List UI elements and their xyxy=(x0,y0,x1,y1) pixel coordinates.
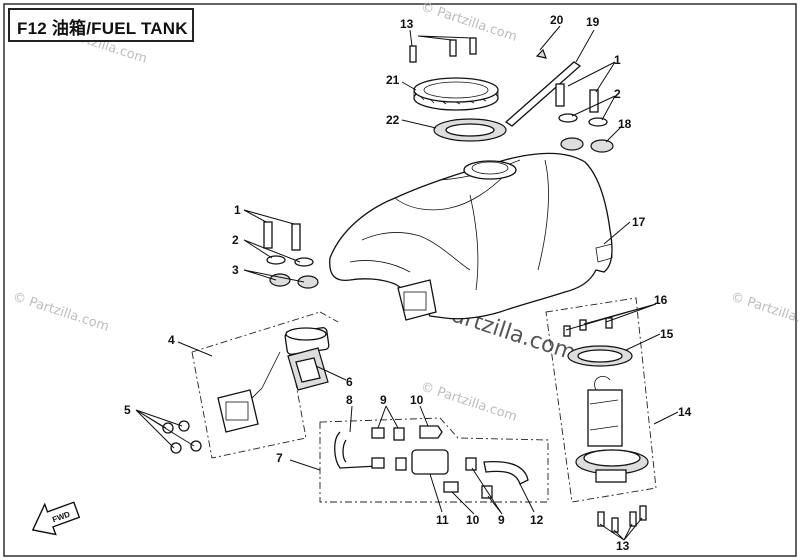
callout-1-left: 1 xyxy=(234,203,241,217)
screws-13-top xyxy=(409,37,477,63)
forward-arrow-icon: FWD xyxy=(31,501,81,536)
sender-gasket xyxy=(287,347,329,391)
callout-2-top: 2 xyxy=(614,87,621,101)
screws-13-bottom xyxy=(597,505,647,533)
callout-21: 21 xyxy=(386,73,400,87)
callout-18: 18 xyxy=(618,117,632,131)
page-title: F12 油箱/FUEL TANK xyxy=(17,19,188,38)
bolt-set-left xyxy=(263,221,319,289)
callout-6: 6 xyxy=(346,375,353,389)
callout-1-top: 1 xyxy=(614,53,621,67)
callout-10-top: 10 xyxy=(410,393,424,407)
watermark: © Partzilla.com xyxy=(729,290,800,335)
callout-20: 20 xyxy=(550,13,564,27)
callout-13-bottom: 13 xyxy=(616,539,630,553)
callout-17: 17 xyxy=(632,215,646,229)
callout-labels: 13 20 19 1 2 18 21 22 17 1 2 3 4 5 6 7 8… xyxy=(124,13,692,553)
bolt-set-top-right xyxy=(555,83,614,153)
fuel-tank xyxy=(329,152,613,321)
callout-9-top: 9 xyxy=(380,393,387,407)
callout-4: 4 xyxy=(168,333,175,347)
callout-13-top: 13 xyxy=(400,17,414,31)
fuel-hose-assembly xyxy=(319,417,549,503)
leader-lines xyxy=(135,25,679,541)
fuel-pump-assembly xyxy=(545,297,657,503)
callout-16: 16 xyxy=(654,293,668,307)
callout-10-bottom: 10 xyxy=(466,513,480,527)
callout-7: 7 xyxy=(276,451,283,465)
callout-11: 11 xyxy=(436,513,449,527)
callout-8: 8 xyxy=(346,393,353,407)
filler-gasket xyxy=(433,118,507,142)
callout-2-left: 2 xyxy=(232,233,239,247)
callout-12: 12 xyxy=(530,513,544,527)
callout-5: 5 xyxy=(124,403,131,417)
watermark: © Partzilla.com xyxy=(11,290,111,335)
clip xyxy=(535,48,547,59)
callout-14: 14 xyxy=(678,405,692,419)
filler-ring xyxy=(413,77,499,111)
diagram-frame xyxy=(3,3,797,557)
callout-9-bottom: 9 xyxy=(498,513,505,527)
callout-3: 3 xyxy=(232,263,239,277)
watermark: © Partzilla.com xyxy=(419,380,519,425)
title-box: F12 油箱/FUEL TANK xyxy=(8,8,194,42)
breather-rod xyxy=(504,61,582,127)
callout-15: 15 xyxy=(660,327,674,341)
callout-22: 22 xyxy=(386,113,400,127)
callout-19: 19 xyxy=(586,15,600,29)
